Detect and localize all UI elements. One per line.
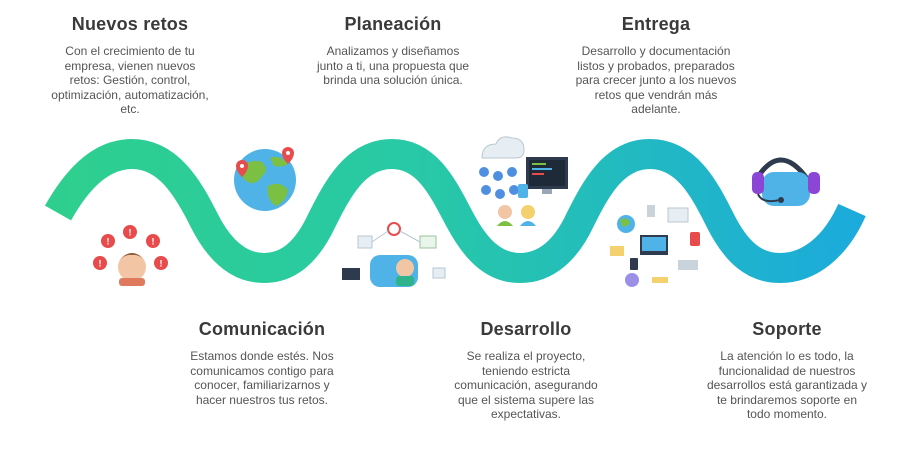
- step-title: Nuevos retos: [71, 14, 189, 34]
- svg-text:!: !: [152, 237, 155, 247]
- alert-person-icon: !!! !!: [93, 225, 168, 286]
- step-description: Con el crecimiento de tu empresa, vienen…: [51, 44, 209, 117]
- step-description: La atención lo es todo, la funcionalidad…: [706, 349, 868, 422]
- step-description: Estamos donde estés. Nos comunicamos con…: [190, 349, 334, 407]
- step-planeacion: Planeación Analizamos y diseñamos junto …: [316, 14, 470, 88]
- devices-icon: [610, 205, 700, 287]
- step-title: Comunicación: [198, 319, 326, 339]
- globe-icon: [234, 147, 296, 211]
- step-description: Analizamos y diseñamos junto a ti, una p…: [316, 44, 470, 88]
- step-title: Entrega: [621, 14, 691, 34]
- headset-icon: [752, 157, 820, 206]
- step-soporte: Soporte La atención lo es todo, la funci…: [704, 319, 870, 422]
- svg-text:!: !: [129, 228, 132, 238]
- step-comunicacion: Comunicación Estamos donde estés. Nos co…: [179, 319, 345, 407]
- wave-ribbon: [44, 138, 866, 284]
- monitor-icon: [526, 157, 568, 194]
- step-title: Soporte: [752, 319, 822, 339]
- svg-text:!: !: [107, 237, 110, 247]
- map-pin-icon: [282, 147, 294, 164]
- step-description: Desarrollo y documentación listos y prob…: [575, 44, 737, 117]
- step-entrega: Entrega Desarrollo y documentación listo…: [570, 14, 742, 117]
- workflow-icon: [342, 222, 446, 287]
- svg-text:!: !: [160, 259, 163, 269]
- step-nuevos-retos: Nuevos retos Con el crecimiento de tu em…: [50, 14, 210, 117]
- step-description: Se realiza el proyecto, teniendo estrict…: [454, 349, 598, 422]
- cloud-network-icon: [479, 136, 568, 226]
- step-title: Desarrollo: [480, 319, 572, 339]
- svg-text:!: !: [99, 259, 102, 269]
- map-pin-icon: [236, 160, 248, 177]
- step-title: Planeación: [344, 14, 442, 34]
- step-desarrollo: Desarrollo Se realiza el proyecto, tenie…: [447, 319, 605, 422]
